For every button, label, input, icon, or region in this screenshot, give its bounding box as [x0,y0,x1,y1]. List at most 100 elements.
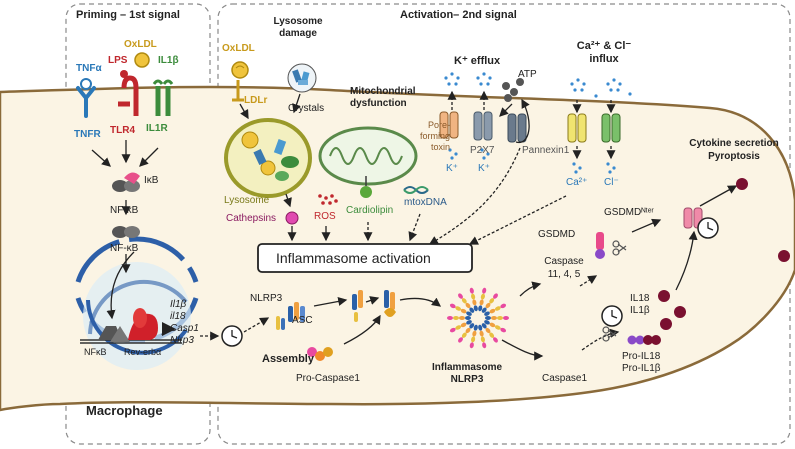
macrophage-label: Macrophage [86,403,163,418]
ring-subunit [485,302,491,309]
cardiolipin-label: Cardiolipin [346,205,394,216]
cl-channel [601,113,621,143]
gene-il18: il18 [170,311,186,322]
ring-subunit [489,332,495,338]
mtoxdna-label: mtoxDNA [404,197,447,208]
ring-subunit [473,324,478,331]
pro-caspase1-protein [307,347,333,361]
lysosome-label: Lysosome [224,195,270,206]
tnfr-label: TNFR [74,129,101,140]
il18-label: IL18 [630,293,650,304]
caspase-11-label: Caspase 11, 4, 5 [544,256,584,280]
inflammasome-nlrp3-ring [447,287,509,349]
oxldl-priming-label: OxLDL [124,39,157,50]
ring-subunit [469,323,475,329]
tlr4-receptor [118,70,139,116]
k-ion-label-1: K⁺ [446,163,458,174]
k-ion-label-2: K⁺ [478,163,490,174]
cardiolipin-icon [360,176,372,198]
ring-subunit [478,305,483,312]
ring-subunit [472,299,477,306]
ring-subunit [482,287,487,294]
pore-forming-toxin [439,111,459,139]
pro-il18-label: Pro-IL18 [622,351,661,362]
ring-subunit [458,293,463,299]
ring-subunit [489,322,496,328]
ring-subunit [469,307,475,313]
inflammasome-nlrp3-label: Inflammasome NLRP3 [432,362,503,385]
reverb-complex [128,308,158,340]
ring-subunit [460,322,467,328]
il1r-receptor [152,79,174,116]
p2x7-label: P2X7 [470,145,495,156]
ring-subunit [493,293,498,299]
ldlr-label: LDLr [244,95,268,106]
inflammasome-activation-box [257,243,473,273]
ring-subunit [461,332,467,338]
nfkb-dna-complex [98,326,130,342]
clock-icon-nucleus [221,325,243,347]
nfkb-dimer [112,226,140,238]
cathepsins-label: Cathepsins [226,213,277,224]
ring-subunit [460,308,467,314]
ring-subunit [481,323,487,329]
gsdmd-label: GSDMD [538,229,576,240]
caspase1-label: Caspase1 [542,373,588,384]
ring-subunit [485,316,491,320]
ring-subunit [447,316,453,320]
ros-dots [318,194,338,205]
secreted-cytokine-1 [736,178,748,190]
inflammasome-activation-label: Inflammasome activation [276,250,431,266]
pro-caspase1-label: Pro-Caspase1 [296,373,360,384]
oxldl-label: OxLDL [222,43,255,54]
oxldl-ligand-priming [134,52,150,68]
il1r-label: IL1R [146,123,168,134]
ring-subunit [494,306,501,311]
ring-subunit [465,327,471,334]
secreted-cytokine-2 [778,250,790,262]
p2x7-channel [473,111,493,141]
ring-subunit [465,302,471,309]
ring-subunit [478,324,483,331]
activation-panel-outline [217,3,791,445]
gene-il1b: Il1β [170,299,187,310]
ring-subunit [493,337,498,343]
pannexin1-channel [507,113,527,143]
ring-subunit [485,327,491,334]
asc-label: ASC [292,315,313,326]
ca-channel [567,113,587,143]
mitochondrion [318,126,418,186]
clock-icon-cleavage [601,305,623,327]
ring-subunit [455,306,462,311]
mito-title: Mitochondrial dysfunction [350,86,416,109]
ring-subunit [471,336,476,343]
ca-cl-ions-outside [570,78,632,98]
ring-subunit [503,316,509,320]
cl-ion-label: Cl⁻ [604,177,619,188]
ring-subunit [449,327,456,333]
lps-label: LPS [108,55,128,66]
gsdmd-nter-label: GSDMDᴺᵗᵉʳ [604,207,654,218]
nlrp3-label: NLRP3 [250,293,283,304]
clock-icon-pore [697,217,719,239]
il1b-ligand-label: IL1β [158,55,179,66]
cathepsin-particle [285,211,299,225]
ring-subunit [469,287,474,294]
ring-subunit [482,342,487,349]
ca-cl-title: Ca²⁺ & Cl⁻ influx [576,40,632,65]
ikb-label: IκB [144,175,159,186]
gene-nlrp3: Nlrp3 [170,335,194,346]
ring-subunit [484,311,490,316]
oxldl-particle [231,61,249,79]
ros-label: ROS [314,211,336,222]
ring-subunit [489,308,496,314]
ring-subunit [461,298,467,304]
scissors-icon-il [602,326,617,342]
lysosome-organelle [224,118,312,198]
ring-subunit [473,305,478,312]
pannexin1-label: Pannexin1 [522,145,570,156]
ring-subunit [500,303,507,309]
mature-il-molecules [658,290,686,330]
